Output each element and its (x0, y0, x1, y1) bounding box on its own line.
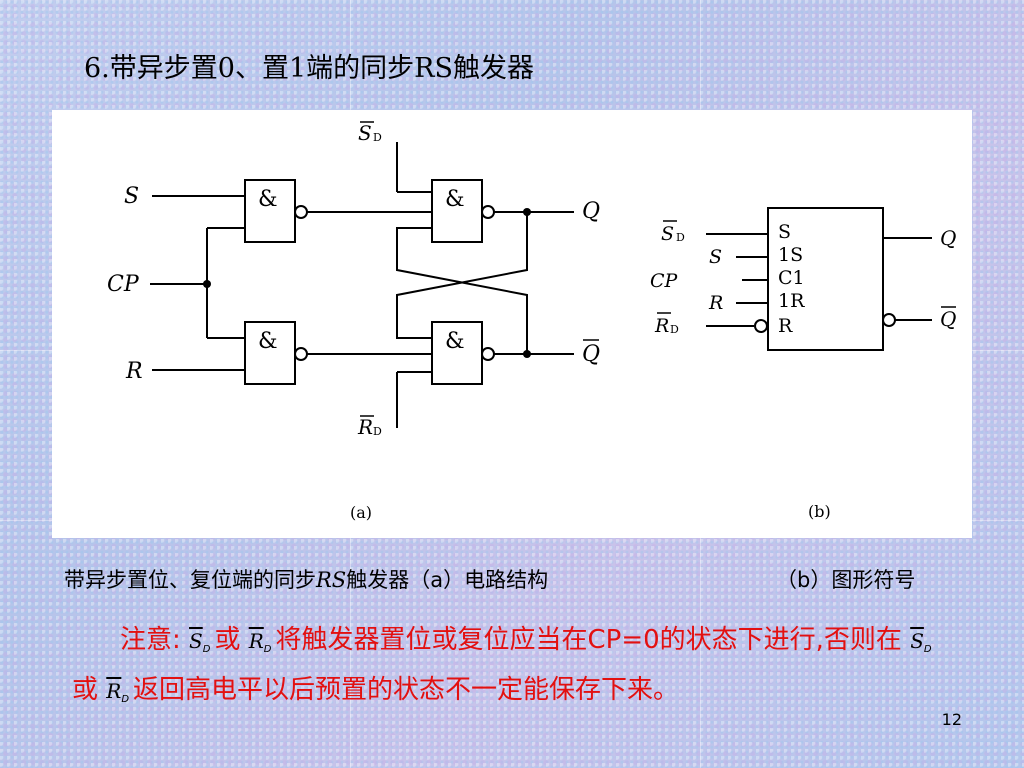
page-number: 12 (941, 710, 962, 729)
g3-symbol: & (445, 187, 465, 212)
symbol-rd-label: R (654, 315, 669, 337)
symbol-q-label: Q (940, 226, 956, 250)
sd-label-sub: D (373, 131, 382, 144)
r-input-label: R (125, 359, 143, 384)
symbol-sd-label-sub: D (676, 231, 685, 244)
g2-symbol: & (258, 329, 278, 354)
symbol-rd-label-sub: D (670, 323, 679, 336)
symbol-cp-label: CP (650, 270, 679, 292)
rd-inverter-bubble (754, 319, 768, 333)
q-junction-dot (523, 208, 531, 216)
cp-junction-dot (203, 280, 211, 288)
q-feedback-wire (396, 212, 528, 339)
g2-inverter-bubble (294, 347, 308, 361)
note-rd-sub-2: D (121, 694, 130, 705)
note-sd-sub-2: D (923, 644, 932, 655)
g4-inverter-bubble (481, 347, 495, 361)
caption-text-1: 带异步置位、复位端的同步 (64, 568, 316, 592)
pin-label-s: S (778, 221, 791, 243)
g1-symbol: & (258, 187, 278, 212)
figure-a-label: (a) (350, 503, 372, 522)
rd-label: R (357, 415, 373, 439)
qbar-feedback-wire (396, 227, 528, 354)
note-rd-symbol: R (248, 629, 264, 653)
q-output-label: Q (582, 199, 600, 224)
note-or-1: 或 (214, 625, 241, 655)
symbol-s-label: S (709, 246, 722, 268)
symbol-sd-label: S (661, 223, 674, 245)
note-rd-symbol-2: R (106, 679, 122, 703)
s-input-label: S (124, 184, 139, 209)
g4-symbol: & (445, 329, 465, 354)
circuit-figure: & & & & S CP R S D R D Q Q (a) (52, 110, 972, 538)
note-sd-sub: D (202, 644, 211, 655)
caption-text-2: 触发器（a）电路结构 (346, 568, 549, 592)
note-or-2: 或 (72, 675, 99, 705)
figure-caption-b: （b）图形符号 (776, 568, 916, 592)
sd-label: S (358, 121, 372, 145)
qbar-inverter-bubble (882, 313, 896, 327)
cp-input-label: CP (107, 272, 140, 297)
circuit-diagram: & & & & S CP R S D R D Q Q (a) (107, 121, 956, 522)
g1-inverter-bubble (294, 205, 308, 219)
note-sd-symbol-2: S (910, 629, 924, 653)
symbol-qbar-label: Q (940, 307, 956, 331)
pin-label-r: R (778, 315, 793, 337)
g3-inverter-bubble (481, 205, 495, 219)
note-rd-sub: D (263, 644, 272, 655)
symbol-r-label: R (708, 292, 723, 314)
rd-label-sub: D (373, 425, 382, 438)
note-lead: 注意: (120, 625, 181, 655)
note-sd-symbol: S (189, 629, 203, 653)
qbar-junction-dot (523, 350, 531, 358)
qbar-output-label: Q (582, 342, 600, 367)
figure-caption-a: 带异步置位、复位端的同步RS触发器（a）电路结构 (64, 564, 548, 594)
pin-label-1r: 1R (778, 290, 805, 312)
figure-b-label: (b) (808, 502, 831, 521)
slide-title: 6.带异步置0、置1端的同步RS触发器 (84, 53, 534, 84)
pin-label-1s: 1S (778, 244, 803, 266)
note-text-1: 将触发器置位或复位应当在CP=0的状态下进行,否则在 (275, 625, 902, 655)
pin-label-c1: C1 (778, 267, 805, 289)
caption-rs: RS (316, 568, 347, 592)
note-text-2: 返回高电平以后预置的状态不一定能保存下来。 (133, 675, 680, 705)
